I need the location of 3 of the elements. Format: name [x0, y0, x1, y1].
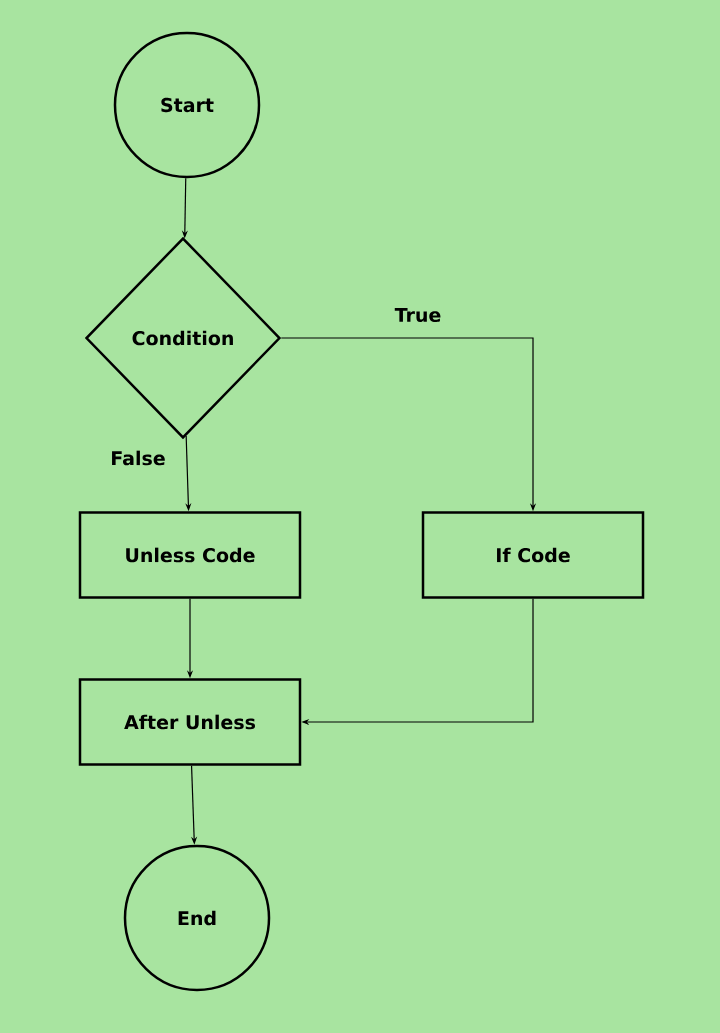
process-box: After Unless: [78, 678, 302, 766]
process-box: If Code: [421, 511, 645, 599]
process-box: Unless Code: [78, 511, 302, 599]
